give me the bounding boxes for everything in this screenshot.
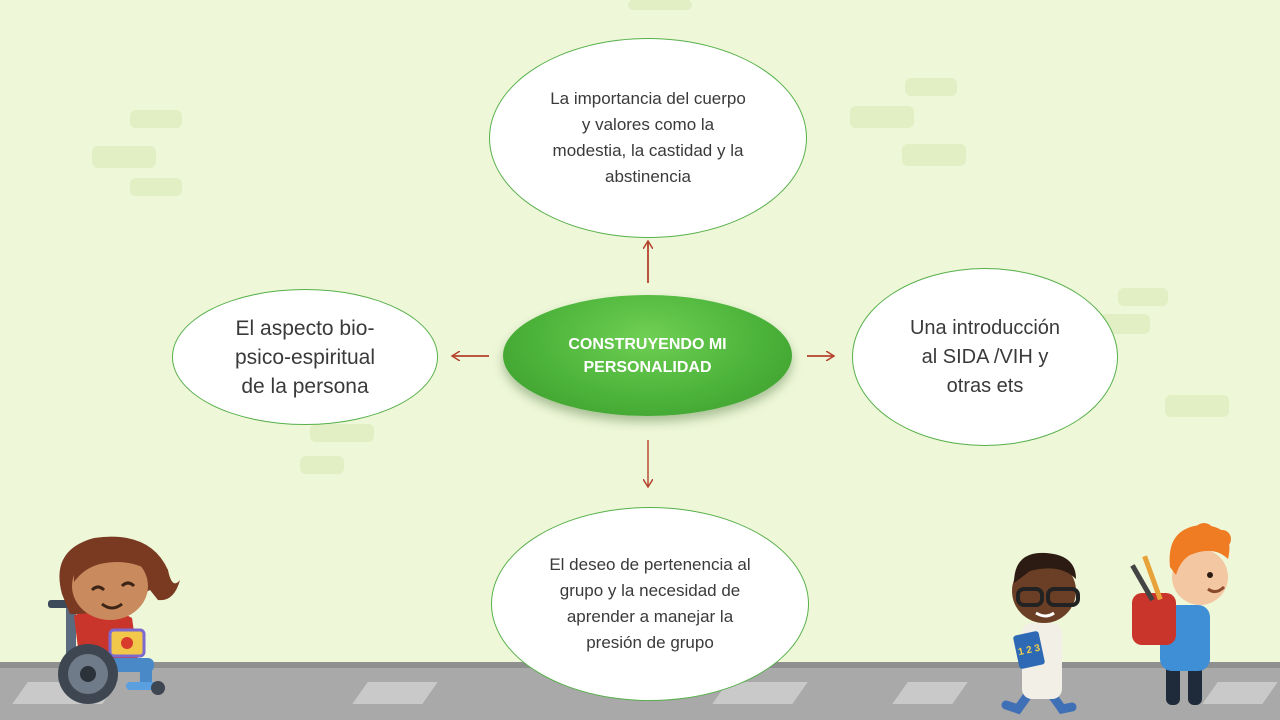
book-label: 1 2 3 (1017, 643, 1041, 658)
node-bottom-text: El deseo de pertenencia al grupo y la ne… (549, 555, 751, 652)
bg-brick (310, 424, 374, 442)
students-illustration: 1 2 3 (1001, 523, 1231, 715)
center-node: CONSTRUYENDO MI PERSONALIDAD (503, 295, 792, 416)
boy-with-glasses: 1 2 3 (1001, 552, 1080, 715)
girl-wheelchair-illustration (48, 536, 180, 704)
node-right-text: Una introducción al SIDA /VIH y otras et… (909, 316, 1061, 397)
bg-brick (850, 106, 914, 128)
node-bottom: El deseo de pertenencia al grupo y la ne… (491, 507, 809, 701)
bg-brick (130, 110, 182, 128)
bg-brick (902, 144, 966, 166)
bg-brick (628, 0, 692, 10)
bg-brick (300, 456, 344, 474)
node-left: El aspecto bio-psico-espiritual de la pe… (172, 289, 438, 425)
bg-brick (1165, 395, 1229, 417)
bg-brick (1118, 288, 1168, 306)
boy-with-backpack (1130, 523, 1231, 705)
bg-brick (1100, 314, 1150, 334)
node-top: La importancia del cuerpo y valores como… (489, 38, 807, 238)
node-top-text: La importancia del cuerpo y valores como… (550, 89, 746, 186)
bg-brick (92, 146, 156, 168)
node-right: Una introducción al SIDA /VIH y otras et… (852, 268, 1118, 446)
node-left-text: El aspecto bio-psico-espiritual de la pe… (234, 316, 376, 398)
bg-brick (130, 178, 182, 196)
center-node-label: CONSTRUYENDO MI PERSONALIDAD (568, 335, 727, 376)
bg-brick (905, 78, 957, 96)
